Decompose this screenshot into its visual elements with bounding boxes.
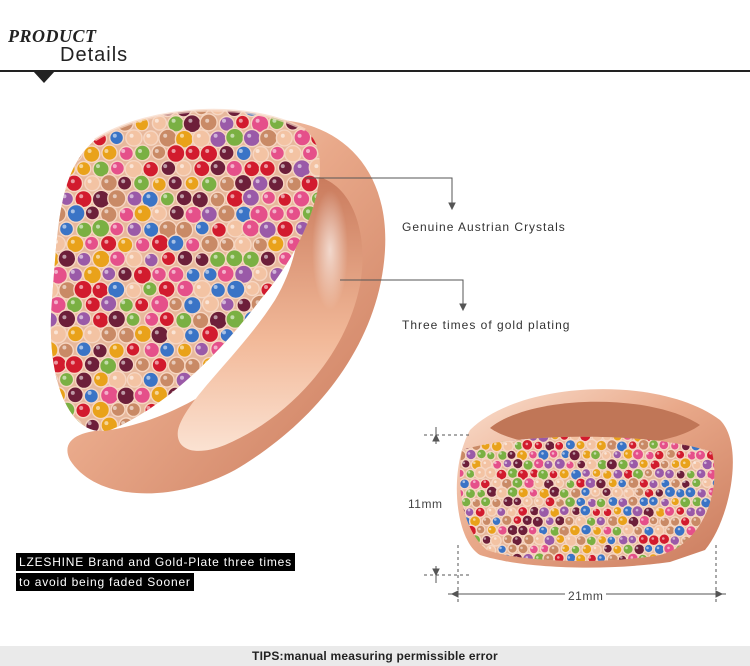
leader-plating (340, 279, 467, 312)
large-ring (50, 108, 386, 494)
height-dimension (424, 427, 470, 583)
small-ring (456, 389, 733, 568)
header-product: PRODUCT (8, 26, 97, 46)
brand-callout: LZESHINE Brand and Gold-Plate three time… (16, 553, 386, 593)
tips-bar (0, 646, 750, 666)
annotation-crystals: Genuine Austrian Crystals (402, 220, 566, 234)
width-label: 21mm (565, 589, 607, 603)
page-header: PRODUCT Details (0, 0, 750, 90)
header-pointer-icon (33, 71, 55, 83)
header-divider (0, 70, 750, 72)
callout-line-2: to avoid being faded Sooner (16, 573, 194, 591)
leader-crystals (305, 177, 456, 211)
header-details: Details (60, 44, 129, 66)
height-label: 11mm (408, 497, 443, 511)
annotation-plating: Three times of gold plating (402, 318, 571, 332)
tips-text: TIPS:manual measuring permissible error (252, 649, 498, 663)
callout-line-1: LZESHINE Brand and Gold-Plate three time… (16, 553, 295, 571)
